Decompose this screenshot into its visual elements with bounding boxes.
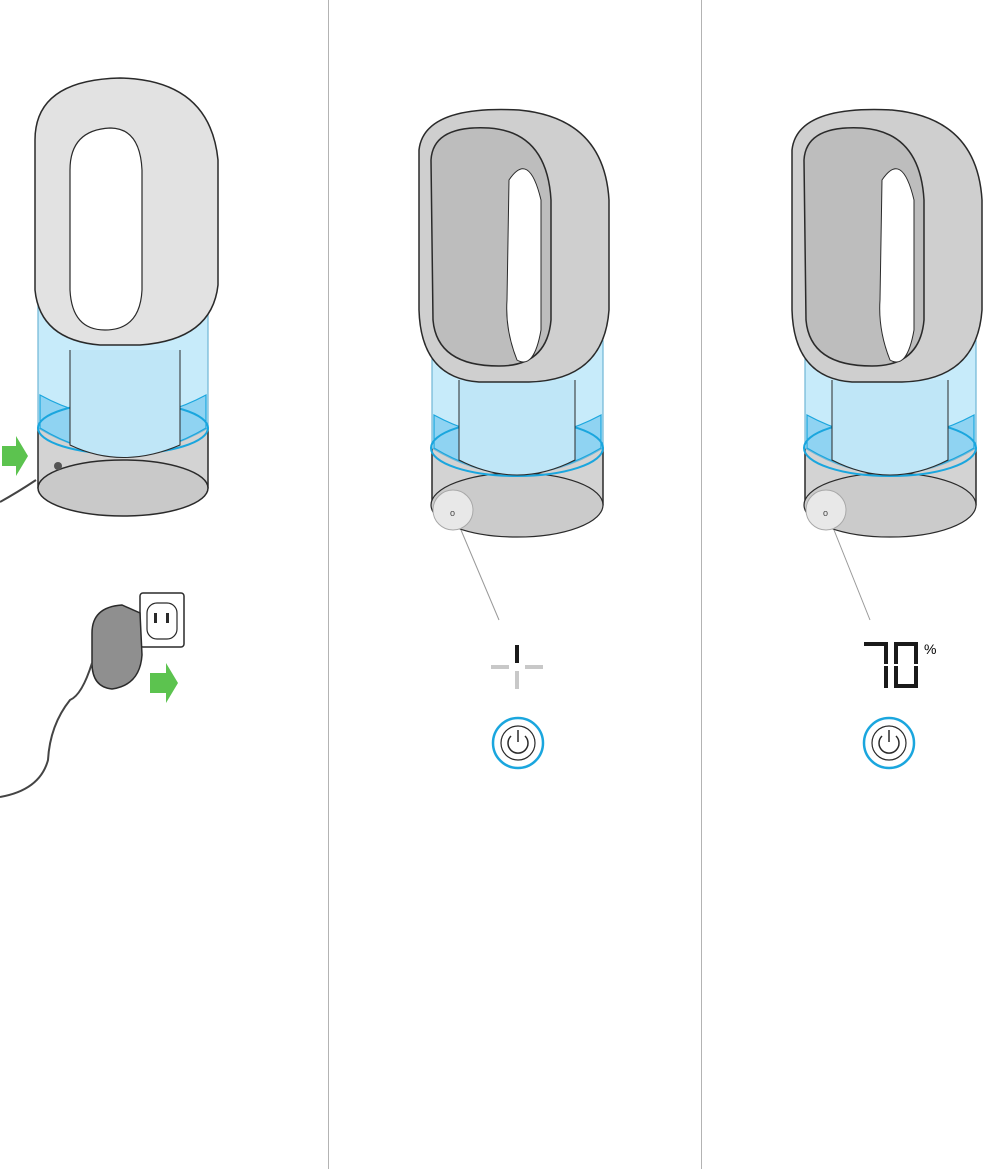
power-button-icon[interactable]: [491, 716, 545, 770]
display-segments: -|-: [329, 0, 330, 1]
svg-text:o: o: [823, 508, 828, 518]
humidity-value: 70: [702, 0, 703, 1]
svg-text:o: o: [450, 508, 455, 518]
humidifier-icon: o: [702, 0, 983, 800]
insert-arrow-icon: [2, 436, 28, 476]
power-button-icon[interactable]: [862, 716, 916, 770]
humidity-unit: %: [924, 641, 936, 657]
panel-power-on-idle: o -|-: [329, 0, 701, 1169]
segment-display-icon: [862, 640, 922, 690]
segment-display-icon: [491, 645, 545, 689]
panel-power-on-humidity: o 70 %: [702, 0, 983, 1169]
wall-socket-icon: [0, 585, 328, 825]
panel-plug-in: [0, 0, 328, 1169]
